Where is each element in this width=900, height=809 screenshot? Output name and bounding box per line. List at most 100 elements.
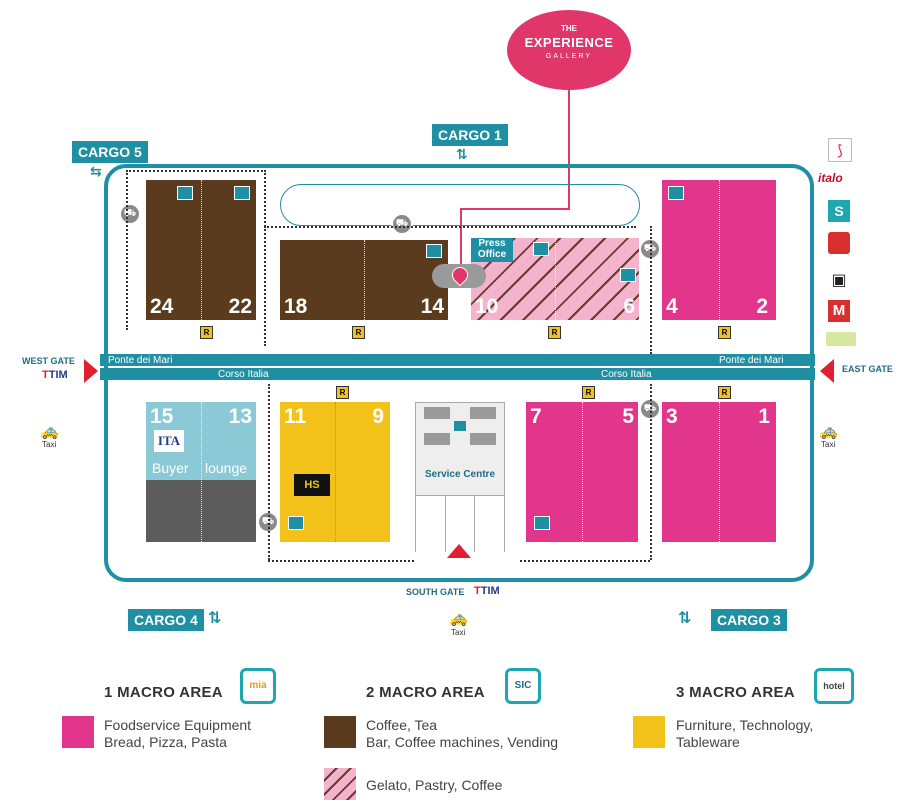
hall-1-number: 1 bbox=[758, 405, 770, 428]
shuttle-path bbox=[126, 170, 266, 172]
buyer-label: Buyer bbox=[152, 460, 189, 476]
shuttle-path bbox=[126, 170, 128, 330]
shuttle-bus-icon: ⛟ bbox=[391, 213, 413, 235]
restaurant-badge: R bbox=[718, 386, 731, 399]
shuttle-path bbox=[650, 384, 652, 560]
west-gate-label: WEST GATE bbox=[22, 356, 75, 366]
legend-swatch-hatched bbox=[324, 768, 356, 800]
restaurant-badge: R bbox=[548, 326, 561, 339]
recharge-icon bbox=[668, 186, 684, 200]
hall-15-number: 15 bbox=[150, 405, 174, 428]
hall-24-22[interactable]: 24 22 bbox=[146, 180, 256, 320]
hall-14-number: 14 bbox=[420, 295, 444, 318]
recharge-icon bbox=[177, 186, 193, 200]
experience-pointer-line-h bbox=[460, 208, 570, 210]
hall-11-9[interactable]: 11 9 HS bbox=[280, 402, 390, 542]
experience-pointer-line-v2 bbox=[460, 208, 462, 270]
italo-logo: italo bbox=[818, 171, 843, 185]
hall-18-number: 18 bbox=[284, 295, 308, 318]
lounge-label: lounge bbox=[205, 460, 248, 476]
hall-7-number: 7 bbox=[530, 405, 542, 428]
macro-area-3-brand-logo: hotel bbox=[814, 668, 854, 704]
hall-9-number: 9 bbox=[372, 405, 384, 428]
hall-4-number: 4 bbox=[666, 295, 678, 318]
service-centre[interactable]: Service Centre bbox=[415, 402, 505, 552]
hall-3-1[interactable]: 3 1 bbox=[662, 402, 776, 542]
hall-15-13[interactable]: 15 13 ITA Buyer lounge bbox=[146, 402, 256, 542]
restaurant-badge: R bbox=[582, 386, 595, 399]
restaurant-badge: R bbox=[200, 326, 213, 339]
south-gate-arrow-icon bbox=[447, 544, 471, 558]
hall-3-number: 3 bbox=[666, 405, 678, 428]
shuttle-path bbox=[264, 226, 636, 228]
recharge-icon bbox=[288, 516, 304, 530]
legend-yellow-text: Furniture, Technology,Tableware bbox=[676, 717, 814, 750]
shuttle-path bbox=[264, 170, 266, 346]
experience-gallery-balloon[interactable]: THE EXPERIENCE GALLERY bbox=[507, 10, 631, 90]
shuttle-path bbox=[650, 226, 652, 354]
macro-area-2-title: 2 MACRO AREA bbox=[366, 684, 485, 701]
press-office-line1: Press bbox=[478, 238, 506, 249]
tram-icon bbox=[828, 232, 850, 254]
taxi-icon: 🚕 bbox=[40, 423, 59, 440]
bus-icon: ▣ bbox=[831, 272, 847, 289]
wifi-icon bbox=[826, 332, 856, 346]
corso-label-right: Corso Italia bbox=[601, 369, 652, 380]
passante-icon: S bbox=[828, 200, 850, 222]
taxi-label-south: Taxi bbox=[451, 628, 466, 637]
hall-24-number: 24 bbox=[150, 295, 174, 318]
hall-4-2[interactable]: 4 2 bbox=[662, 180, 776, 320]
press-office-box[interactable]: Press Office bbox=[471, 238, 513, 262]
ponte-dei-mari-road bbox=[100, 354, 815, 366]
ita-logo: ITA bbox=[154, 430, 184, 452]
hall-22-number: 22 bbox=[228, 295, 252, 318]
east-gate-label: EAST GATE bbox=[842, 364, 893, 374]
macro-area-1-brand-logo: mia bbox=[240, 668, 276, 704]
train-icon: ⟆ bbox=[828, 138, 852, 162]
restaurant-badge: R bbox=[718, 326, 731, 339]
macro-area-1-title: 1 MACRO AREA bbox=[104, 684, 223, 701]
cargo-4-tag[interactable]: CARGO 4 bbox=[128, 609, 204, 631]
shuttle-path bbox=[268, 560, 414, 562]
legend-swatch-brown bbox=[324, 716, 356, 748]
hall-5-number: 5 bbox=[622, 405, 634, 428]
legend-swatch-yellow bbox=[633, 716, 665, 748]
cargo-5-tag[interactable]: CARGO 5 bbox=[72, 141, 148, 163]
ponte-label-right: Ponte dei Mari bbox=[719, 355, 784, 366]
recharge-icon bbox=[234, 186, 250, 200]
recharge-icon bbox=[533, 242, 549, 256]
legend-hatched-text: Gelato, Pastry, Coffee bbox=[366, 777, 503, 793]
cargo-4-arrows-icon: ⇅ bbox=[208, 610, 222, 627]
south-gate-tim-logo: TTIM bbox=[474, 585, 500, 597]
experience-line3: GALLERY bbox=[545, 53, 593, 60]
experience-gallery-marker[interactable] bbox=[432, 263, 486, 288]
macro-area-3-title: 3 MACRO AREA bbox=[676, 684, 795, 701]
hall-6-number: 6 bbox=[623, 295, 635, 318]
cargo-3-tag[interactable]: CARGO 3 bbox=[711, 609, 787, 631]
hall-10-number: 10 bbox=[475, 295, 499, 318]
location-pin-icon bbox=[448, 263, 472, 287]
recharge-icon bbox=[620, 268, 636, 282]
west-gate-arrow-icon bbox=[84, 359, 98, 383]
press-office-line2: Office bbox=[477, 249, 507, 260]
legend-swatch-pink bbox=[62, 716, 94, 748]
cargo-5-arrows-icon: ⇆ bbox=[90, 163, 102, 179]
ponte-label-left: Ponte dei Mari bbox=[108, 355, 173, 366]
hall-18-14[interactable]: 18 14 bbox=[280, 240, 448, 320]
experience-line2: EXPERIENCE bbox=[524, 35, 614, 50]
shuttle-path bbox=[268, 384, 270, 560]
info-icon bbox=[454, 421, 466, 431]
restaurant-badge: R bbox=[352, 326, 365, 339]
recharge-icon bbox=[534, 516, 550, 530]
cargo-1-arrows-icon: ⇅ bbox=[456, 146, 468, 162]
hall-2-number: 2 bbox=[756, 295, 768, 318]
south-gate-label: SOUTH GATE bbox=[406, 587, 465, 597]
hall-7-5[interactable]: 7 5 bbox=[526, 402, 638, 542]
metro-icon: M bbox=[828, 300, 850, 322]
west-gate-tim-logo: TTIM bbox=[42, 369, 68, 381]
east-gate-arrow-icon bbox=[820, 359, 834, 383]
cargo-1-tag[interactable]: CARGO 1 bbox=[432, 124, 508, 146]
shuttle-bus-icon: ⛟ bbox=[119, 203, 141, 225]
